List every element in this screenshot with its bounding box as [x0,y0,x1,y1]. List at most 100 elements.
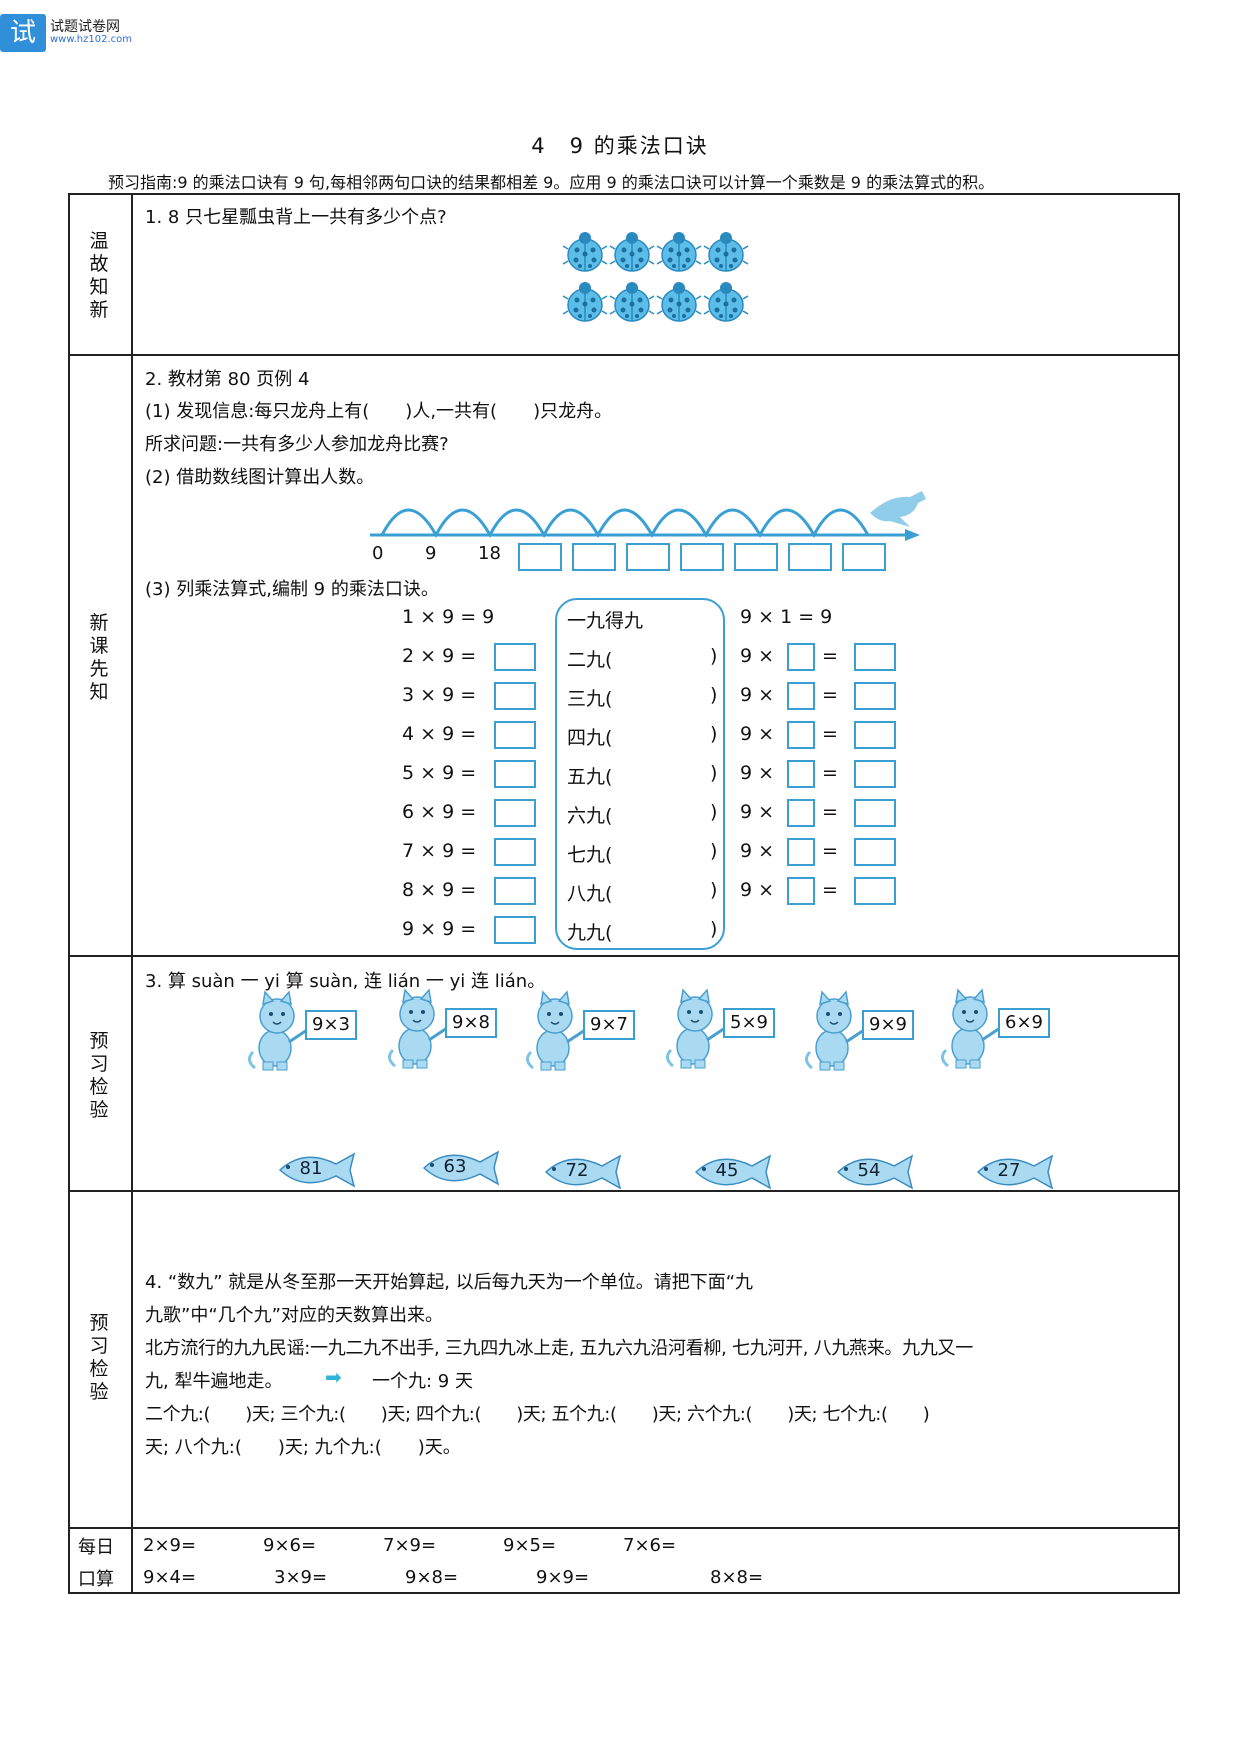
equals-sign: = [822,684,838,706]
ladybug-icon [562,231,608,272]
fish-card[interactable]: 81 [274,1150,356,1190]
factor-answer-box[interactable] [787,799,815,827]
expression-card: 9×7 [583,1010,635,1040]
equation-right-prefix: 9 × [740,684,775,706]
equation-right-prefix: 9 × [740,840,775,862]
fish-card[interactable]: 27 [972,1152,1054,1192]
cat-card[interactable]: 5×9 [663,988,813,1070]
factor-answer-box[interactable] [787,643,815,671]
fish-card[interactable]: 54 [832,1152,914,1192]
row-divider [68,1190,1180,1192]
question-2-problem: 所求问题:一共有多少人参加龙舟比赛? [145,434,449,455]
cat-card[interactable]: 9×7 [523,990,673,1072]
fish-number: 81 [299,1158,323,1179]
rhyme-line: 四九( [567,727,613,749]
mental-math-item: 9×6= [263,1535,317,1556]
product-answer-box[interactable] [494,838,536,866]
equation-right-prefix: 9 × [740,879,775,901]
cat-card[interactable]: 6×9 [938,988,1088,1070]
fish-card[interactable]: 63 [418,1148,500,1188]
numberline-answer-box[interactable] [572,543,616,571]
fish-number: 27 [997,1160,1021,1181]
ladybug-icon [656,281,702,322]
equation-left: 6 × 9 = [402,801,477,823]
factor-answer-box[interactable] [787,760,815,788]
equation-right: 9 × 1 = 9 [740,606,833,628]
numberline-answer-box[interactable] [788,543,832,571]
rhyme-close-paren: ) [710,684,718,706]
factor-answer-box[interactable] [787,682,815,710]
product-answer-box[interactable] [494,721,536,749]
numberline-answer-box[interactable] [734,543,778,571]
product-answer-box[interactable] [494,643,536,671]
section-label-daily-1: 每日 [78,1537,114,1558]
row-divider [68,354,1180,356]
row-divider [68,955,1180,957]
rhyme-close-paren: ) [710,723,718,745]
question-4-line-1: 4. “数九” 就是从冬至那一天开始算起, 以后每九天为一个单位。请把下面“九 [145,1272,754,1293]
mental-math-item: 9×9= [536,1567,590,1588]
cat-card[interactable]: 9×8 [385,988,535,1070]
section-label-check-2: 预习检验 [89,1312,109,1403]
equation-left: 3 × 9 = [402,684,477,706]
factor-answer-box[interactable] [787,877,815,905]
product-answer-box[interactable] [494,682,536,710]
mental-math-item: 7×9= [383,1535,437,1556]
equals-sign: = [822,723,838,745]
equation-left: 2 × 9 = [402,645,477,667]
numberline-answer-box[interactable] [518,543,562,571]
equation-right-prefix: 9 × [740,762,775,784]
equation-left: 4 × 9 = [402,723,477,745]
example-answer: 一个九: 9 天 [372,1371,473,1392]
cat-card[interactable]: 9×3 [245,990,395,1072]
equation-left: 5 × 9 = [402,762,477,784]
product-answer-box[interactable] [854,877,896,905]
kangaroo-icon [870,491,926,527]
product-answer-box[interactable] [854,721,896,749]
worksheet-table [68,193,1180,1594]
equals-sign: = [822,801,838,823]
numberline-label-9: 9 [425,543,437,564]
numberline-label-18: 18 [478,543,501,564]
fish-number: 54 [857,1160,881,1181]
arrow-icon: ➡ [325,1365,342,1389]
ladybug-icon [562,281,608,322]
product-answer-box[interactable] [494,916,536,944]
rhyme-frame [555,598,725,950]
folk-rhyme-line: 北方流行的九九民谣:一九二九不出手, 三九四九冰上走, 五九六九沿河看柳, 七九… [145,1338,973,1359]
factor-answer-box[interactable] [787,838,815,866]
numberline-answer-box[interactable] [626,543,670,571]
expression-card: 5×9 [723,1008,775,1038]
fish-card[interactable]: 45 [690,1152,772,1192]
equals-sign: = [822,762,838,784]
question-4-line-2: 九歌”中“几个九”对应的天数算出来。 [145,1305,443,1326]
numberline-answer-box[interactable] [680,543,724,571]
product-answer-box[interactable] [494,877,536,905]
equals-sign: = [822,879,838,901]
product-answer-box[interactable] [494,760,536,788]
product-answer-box[interactable] [854,799,896,827]
product-answer-box[interactable] [494,799,536,827]
preview-guide: 预习指南:9 的乘法口诀有 9 句,每相邻两句口诀的结果都相差 9。应用 9 的… [108,173,995,192]
fish-number: 72 [565,1160,589,1181]
rhyme-line: 五九( [567,766,613,788]
product-answer-box[interactable] [854,682,896,710]
product-answer-box[interactable] [854,760,896,788]
column-divider [131,193,133,1594]
cat-card[interactable]: 9×9 [802,990,952,1072]
ladybug-icon [703,281,749,322]
rhyme-close-paren: ) [710,879,718,901]
product-answer-box[interactable] [854,838,896,866]
equation-right-prefix: 9 × [740,801,775,823]
rhyme-line: 九九( [567,922,613,944]
rhyme-line: 七九( [567,844,613,866]
product-answer-box[interactable] [854,643,896,671]
equals-sign: = [822,645,838,667]
expression-card: 6×9 [998,1008,1050,1038]
factor-answer-box[interactable] [787,721,815,749]
numberline-answer-box[interactable] [842,543,886,571]
section-label-new-lesson: 新课先知 [89,612,109,703]
fish-number: 45 [715,1160,739,1181]
rhyme-close-paren: ) [710,645,718,667]
fish-card[interactable]: 72 [540,1152,622,1192]
